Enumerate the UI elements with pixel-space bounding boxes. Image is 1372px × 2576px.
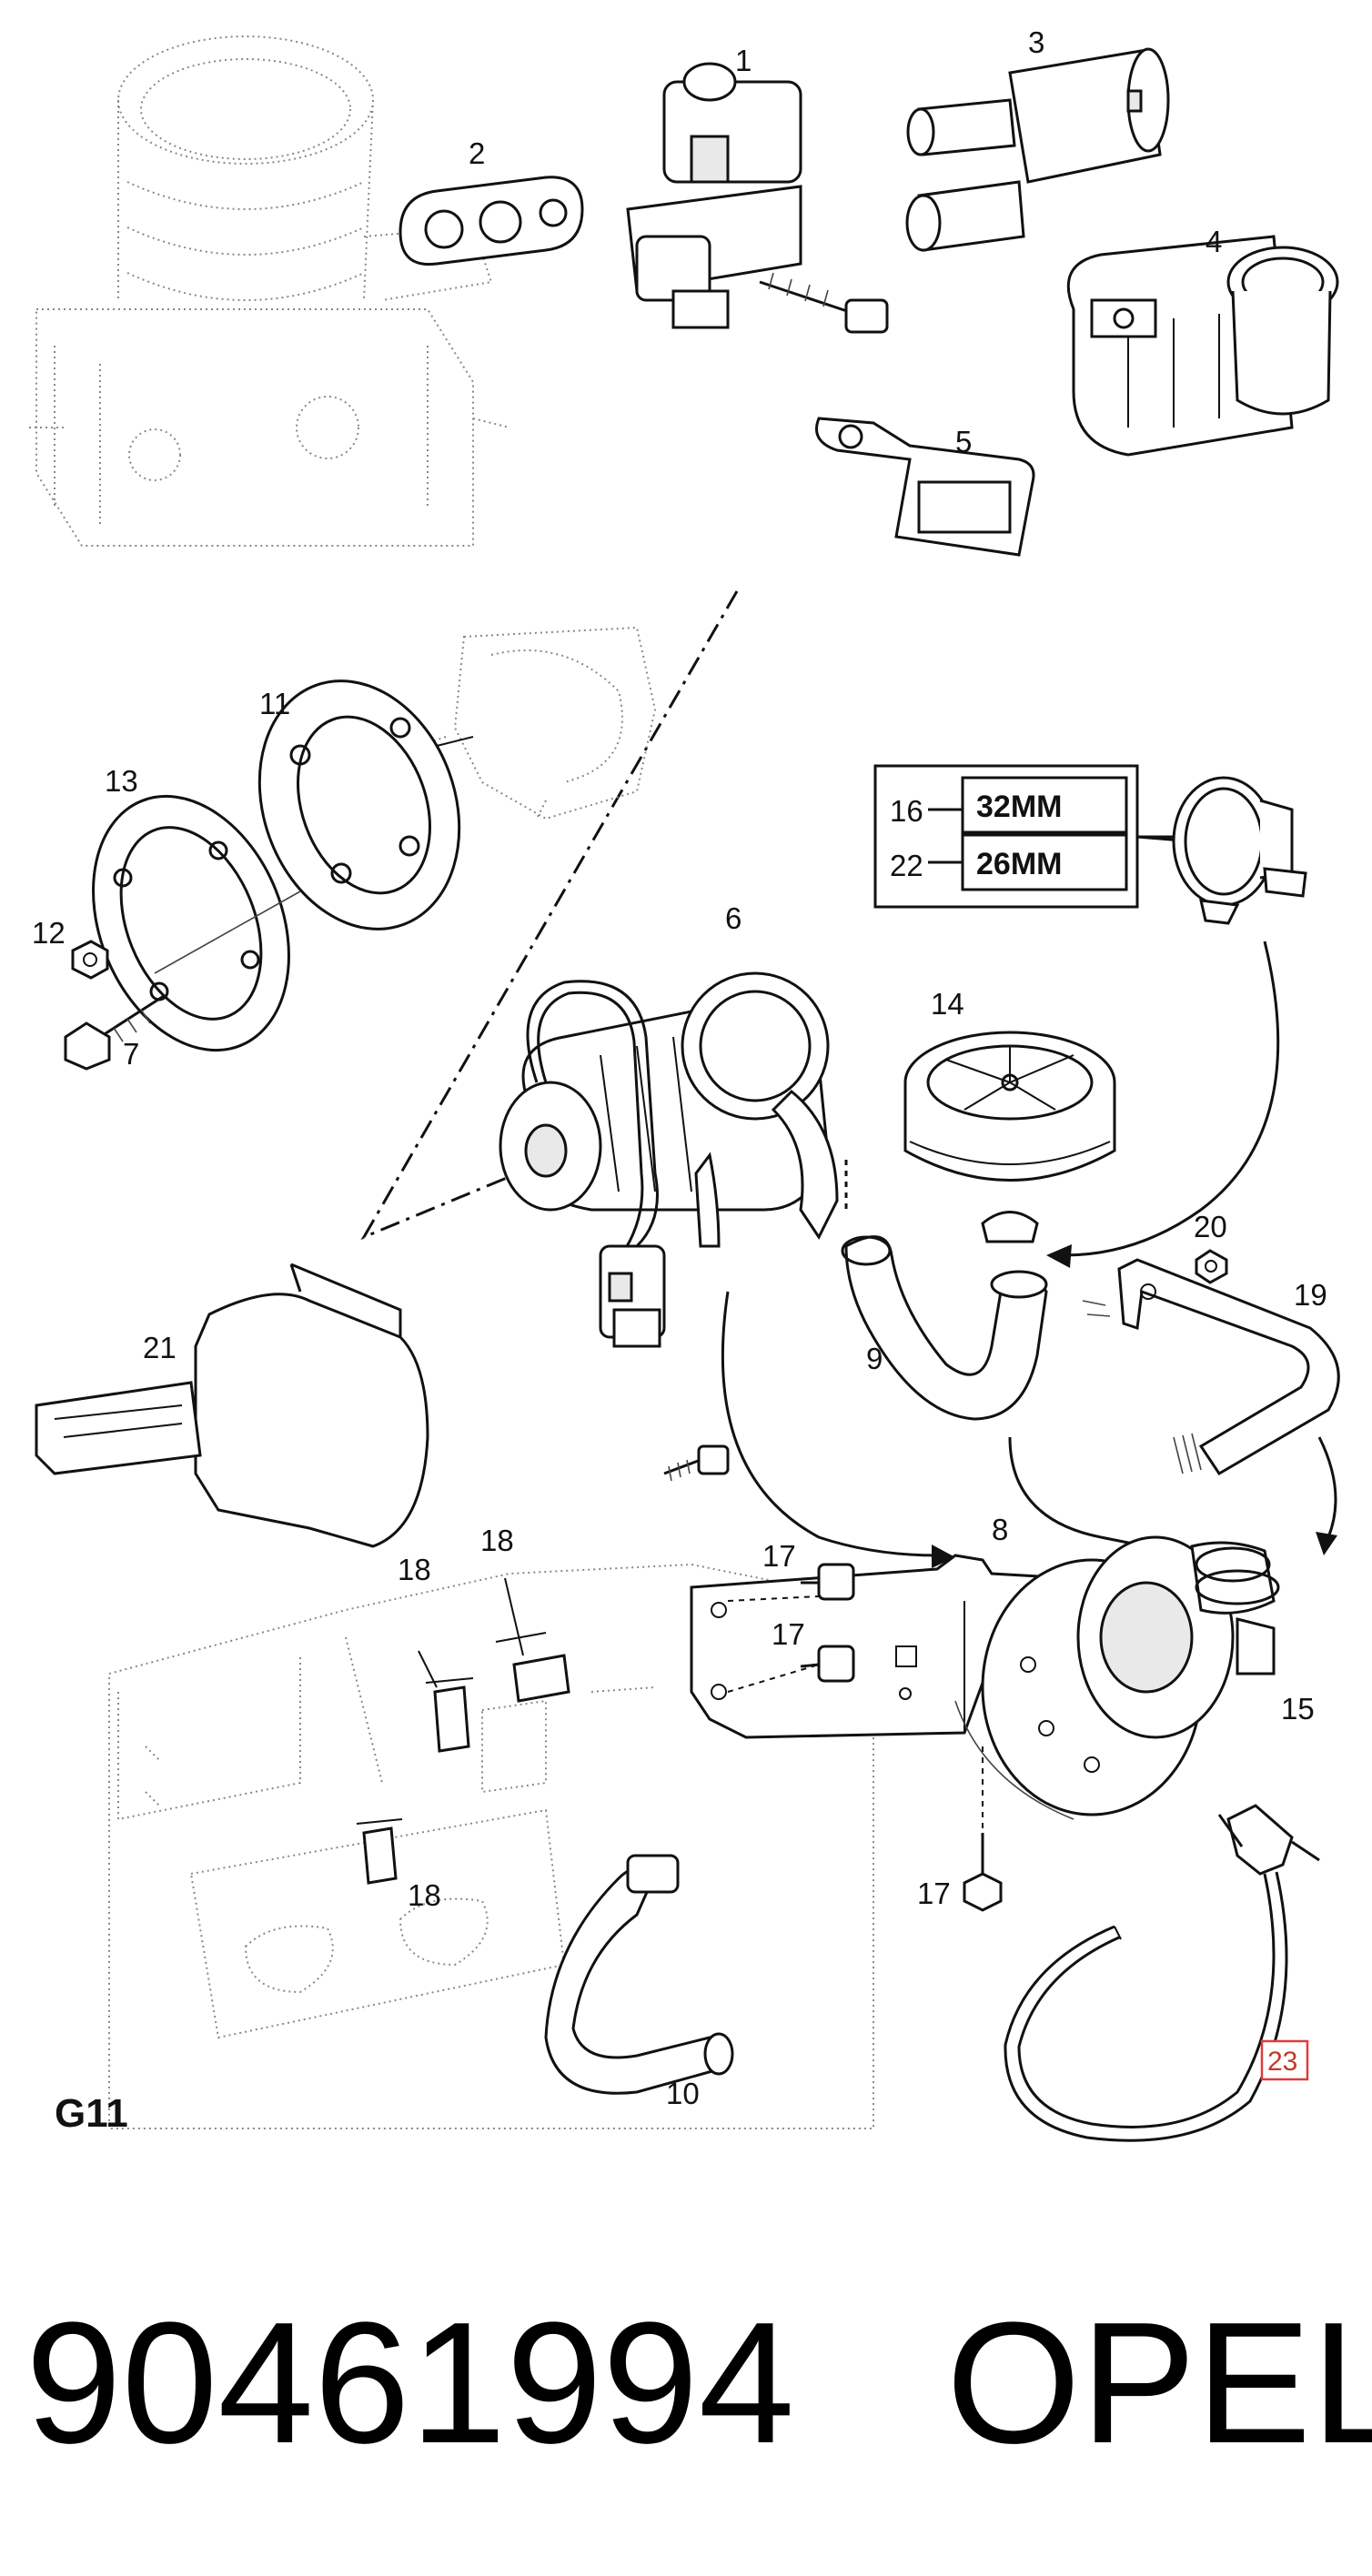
callout-11: 11 xyxy=(259,687,290,720)
gasket-part-2 xyxy=(398,176,584,267)
callout-17-middle: 17 xyxy=(772,1617,805,1651)
connector-part-3 xyxy=(905,47,1170,252)
size-32mm-label: 32MM xyxy=(976,790,1062,824)
bolt-part-7 xyxy=(64,994,165,1071)
group-code-label: G11 xyxy=(55,2091,128,2136)
callout-1: 1 xyxy=(735,44,752,77)
strap-part-19 xyxy=(1082,1258,1340,1476)
callout-12: 12 xyxy=(32,916,66,950)
callout-15: 15 xyxy=(1281,1692,1315,1726)
callout-19: 19 xyxy=(1294,1278,1327,1312)
pump-bracket-drawing xyxy=(418,626,657,820)
callout-9: 9 xyxy=(866,1342,883,1375)
callout-16: 16 xyxy=(890,794,923,828)
clip-part-18a xyxy=(418,1650,474,1753)
housing-part-4 xyxy=(1066,235,1339,457)
callout-8: 8 xyxy=(992,1513,1008,1546)
callout-21: 21 xyxy=(143,1331,177,1364)
callout-22: 22 xyxy=(890,849,923,882)
clamp-size-box: 32MM 26MM xyxy=(873,764,1201,909)
callout-labels: 1 2 3 4 5 6 7 8 9 10 11 12 13 14 15 16 1… xyxy=(32,25,1327,2136)
callout-3: 3 xyxy=(1028,25,1044,59)
clip-part-18c xyxy=(356,1818,403,1885)
callout-2: 2 xyxy=(469,136,485,170)
size-26mm-label: 26MM xyxy=(976,847,1062,881)
callout-4: 4 xyxy=(1206,225,1222,258)
bolt-part-17b xyxy=(727,1645,855,1693)
clip-part-18b xyxy=(495,1577,570,1703)
callout-23: 23 xyxy=(1267,2047,1297,2077)
ring-part-11 xyxy=(257,679,474,931)
callout-18-right: 18 xyxy=(480,1524,514,1557)
callout-13: 13 xyxy=(105,764,138,798)
callout-17-bottom: 17 xyxy=(917,1877,951,1910)
callout-6: 6 xyxy=(725,901,741,935)
nut-part-12 xyxy=(71,940,109,980)
callout-10: 10 xyxy=(666,2077,700,2110)
brand-label: OPEL xyxy=(946,2287,1372,2480)
loose-bolt xyxy=(663,1444,730,1482)
hose-part-9 xyxy=(841,1235,1048,1421)
cable-tie-part-23 xyxy=(1004,1804,1320,2142)
ring-plate-part-13 xyxy=(92,794,301,1052)
bolt-part-17a xyxy=(727,1563,855,1602)
part-number-label: 90461994 xyxy=(25,2287,794,2480)
throttle-body-drawing xyxy=(27,35,510,547)
callout-20: 20 xyxy=(1194,1210,1227,1243)
hose-clamp-drawing xyxy=(1172,776,1307,925)
callout-5: 5 xyxy=(955,425,972,458)
heat-shield-part-21 xyxy=(35,1263,429,1548)
callout-23-highlight-box xyxy=(1260,2039,1309,2081)
callout-18-bottom: 18 xyxy=(408,1878,441,1912)
callout-17-top: 17 xyxy=(762,1539,796,1573)
chassis-drawing xyxy=(108,1563,874,2129)
hose-part-10 xyxy=(544,1854,734,2095)
air-pump-part-6 xyxy=(499,971,848,1348)
callout-14: 14 xyxy=(931,987,964,1021)
bracket-part-5 xyxy=(815,417,1035,557)
nut-part-20 xyxy=(1195,1249,1228,1284)
air-filter-part-14 xyxy=(903,1031,1116,1243)
callout-7: 7 xyxy=(123,1037,139,1071)
callout-18-left: 18 xyxy=(398,1553,431,1586)
bolt-part-17c xyxy=(963,1746,1003,1912)
valve-part-1 xyxy=(626,62,889,334)
valve-part-15 xyxy=(954,1535,1280,1820)
